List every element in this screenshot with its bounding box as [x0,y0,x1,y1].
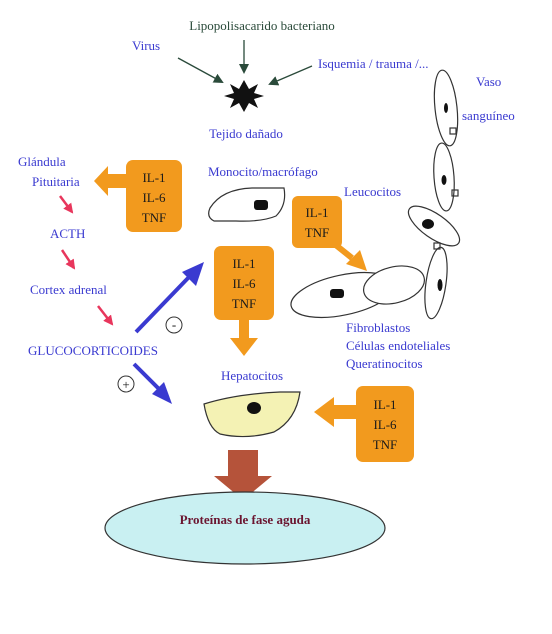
cytokine-box-2-tnf: TNF [305,225,330,240]
cytokine-box-1-il1: IL-1 [142,170,165,185]
adrenal-to-glucocorticoid-arrow [97,305,114,326]
vessel-label-1: Vaso [476,74,501,89]
cytokine-box-4-il1: IL-1 [373,397,396,412]
hepatocytes-label: Hepatocitos [221,368,283,383]
cytokine-to-pituitary-arrow [94,166,128,196]
plus-sign-label: + [122,377,129,392]
cytokine-box-1-tnf: TNF [142,210,167,225]
blood-vessel [407,69,461,320]
endothelial-label: Células endoteliales [346,338,450,353]
monocyte-label: Monocito/macrófago [208,164,318,179]
leukocytes-label: Leucocitos [344,184,401,199]
glucocorticoid-stimulation-arrow [132,362,172,404]
ischemia-label: Isquemia / trauma /... [318,56,428,71]
cytokine-box-4 [356,386,414,462]
fibroblast-label: Fibroblastos [346,320,410,335]
cytokine-to-hepatocyte-arrow [230,320,258,356]
pituitary-label-1: Glándula [18,154,66,169]
cytokine-box-1 [126,160,182,232]
acth-label: ACTH [50,226,85,241]
cytokine-box-3 [214,246,274,320]
hepatocyte-to-proteins-arrow [214,450,272,500]
keratinocyte-label: Queratinocitos [346,356,423,371]
cytokine-box-2-il1: IL-1 [305,205,328,220]
plus-sign [117,375,135,393]
ischemia-arrow [268,65,313,86]
lps-label: Lipopolisacarido bacteriano [189,18,334,33]
glucocorticoid-inhibition-arrow [134,262,204,334]
fibroblast-cells [290,265,425,319]
acute-phase-proteins-label: Proteínas de fase aguda [180,512,311,527]
virus-arrow [177,57,224,83]
adrenal-label: Cortex adrenal [30,282,107,297]
acute-phase-proteins-ellipse [104,491,386,565]
cytokine-box-4-arrow [314,397,358,427]
virus-label: Virus [132,38,160,53]
cytokine-to-fibroblast-arrow [330,239,367,271]
cytokine-box-4-tnf: TNF [373,437,398,452]
cytokine-box-4-il6: IL-6 [373,417,397,432]
cytokine-box-1-il6: IL-6 [142,190,166,205]
damaged-tissue-icon [224,80,264,112]
cytokine-box-3-il1: IL-1 [232,256,255,271]
cytokine-box-2 [292,196,342,248]
glucocorticoid-label: GLUCOCORTICOIDES [28,343,158,358]
pituitary-label-2: Pituitaria [32,174,80,189]
pituitary-to-acth-arrow [59,195,74,214]
hepatocyte-cell [203,391,301,438]
acth-to-adrenal-arrow [60,249,76,270]
damaged-tissue-label: Tejido dañado [209,126,283,141]
cytokine-box-3-tnf: TNF [232,296,257,311]
monocyte-cell [208,187,286,222]
minus-sign [165,316,183,334]
minus-sign-label: - [172,317,176,332]
cytokine-box-3-il6: IL-6 [232,276,256,291]
vessel-label-2: sanguíneo [462,108,515,123]
